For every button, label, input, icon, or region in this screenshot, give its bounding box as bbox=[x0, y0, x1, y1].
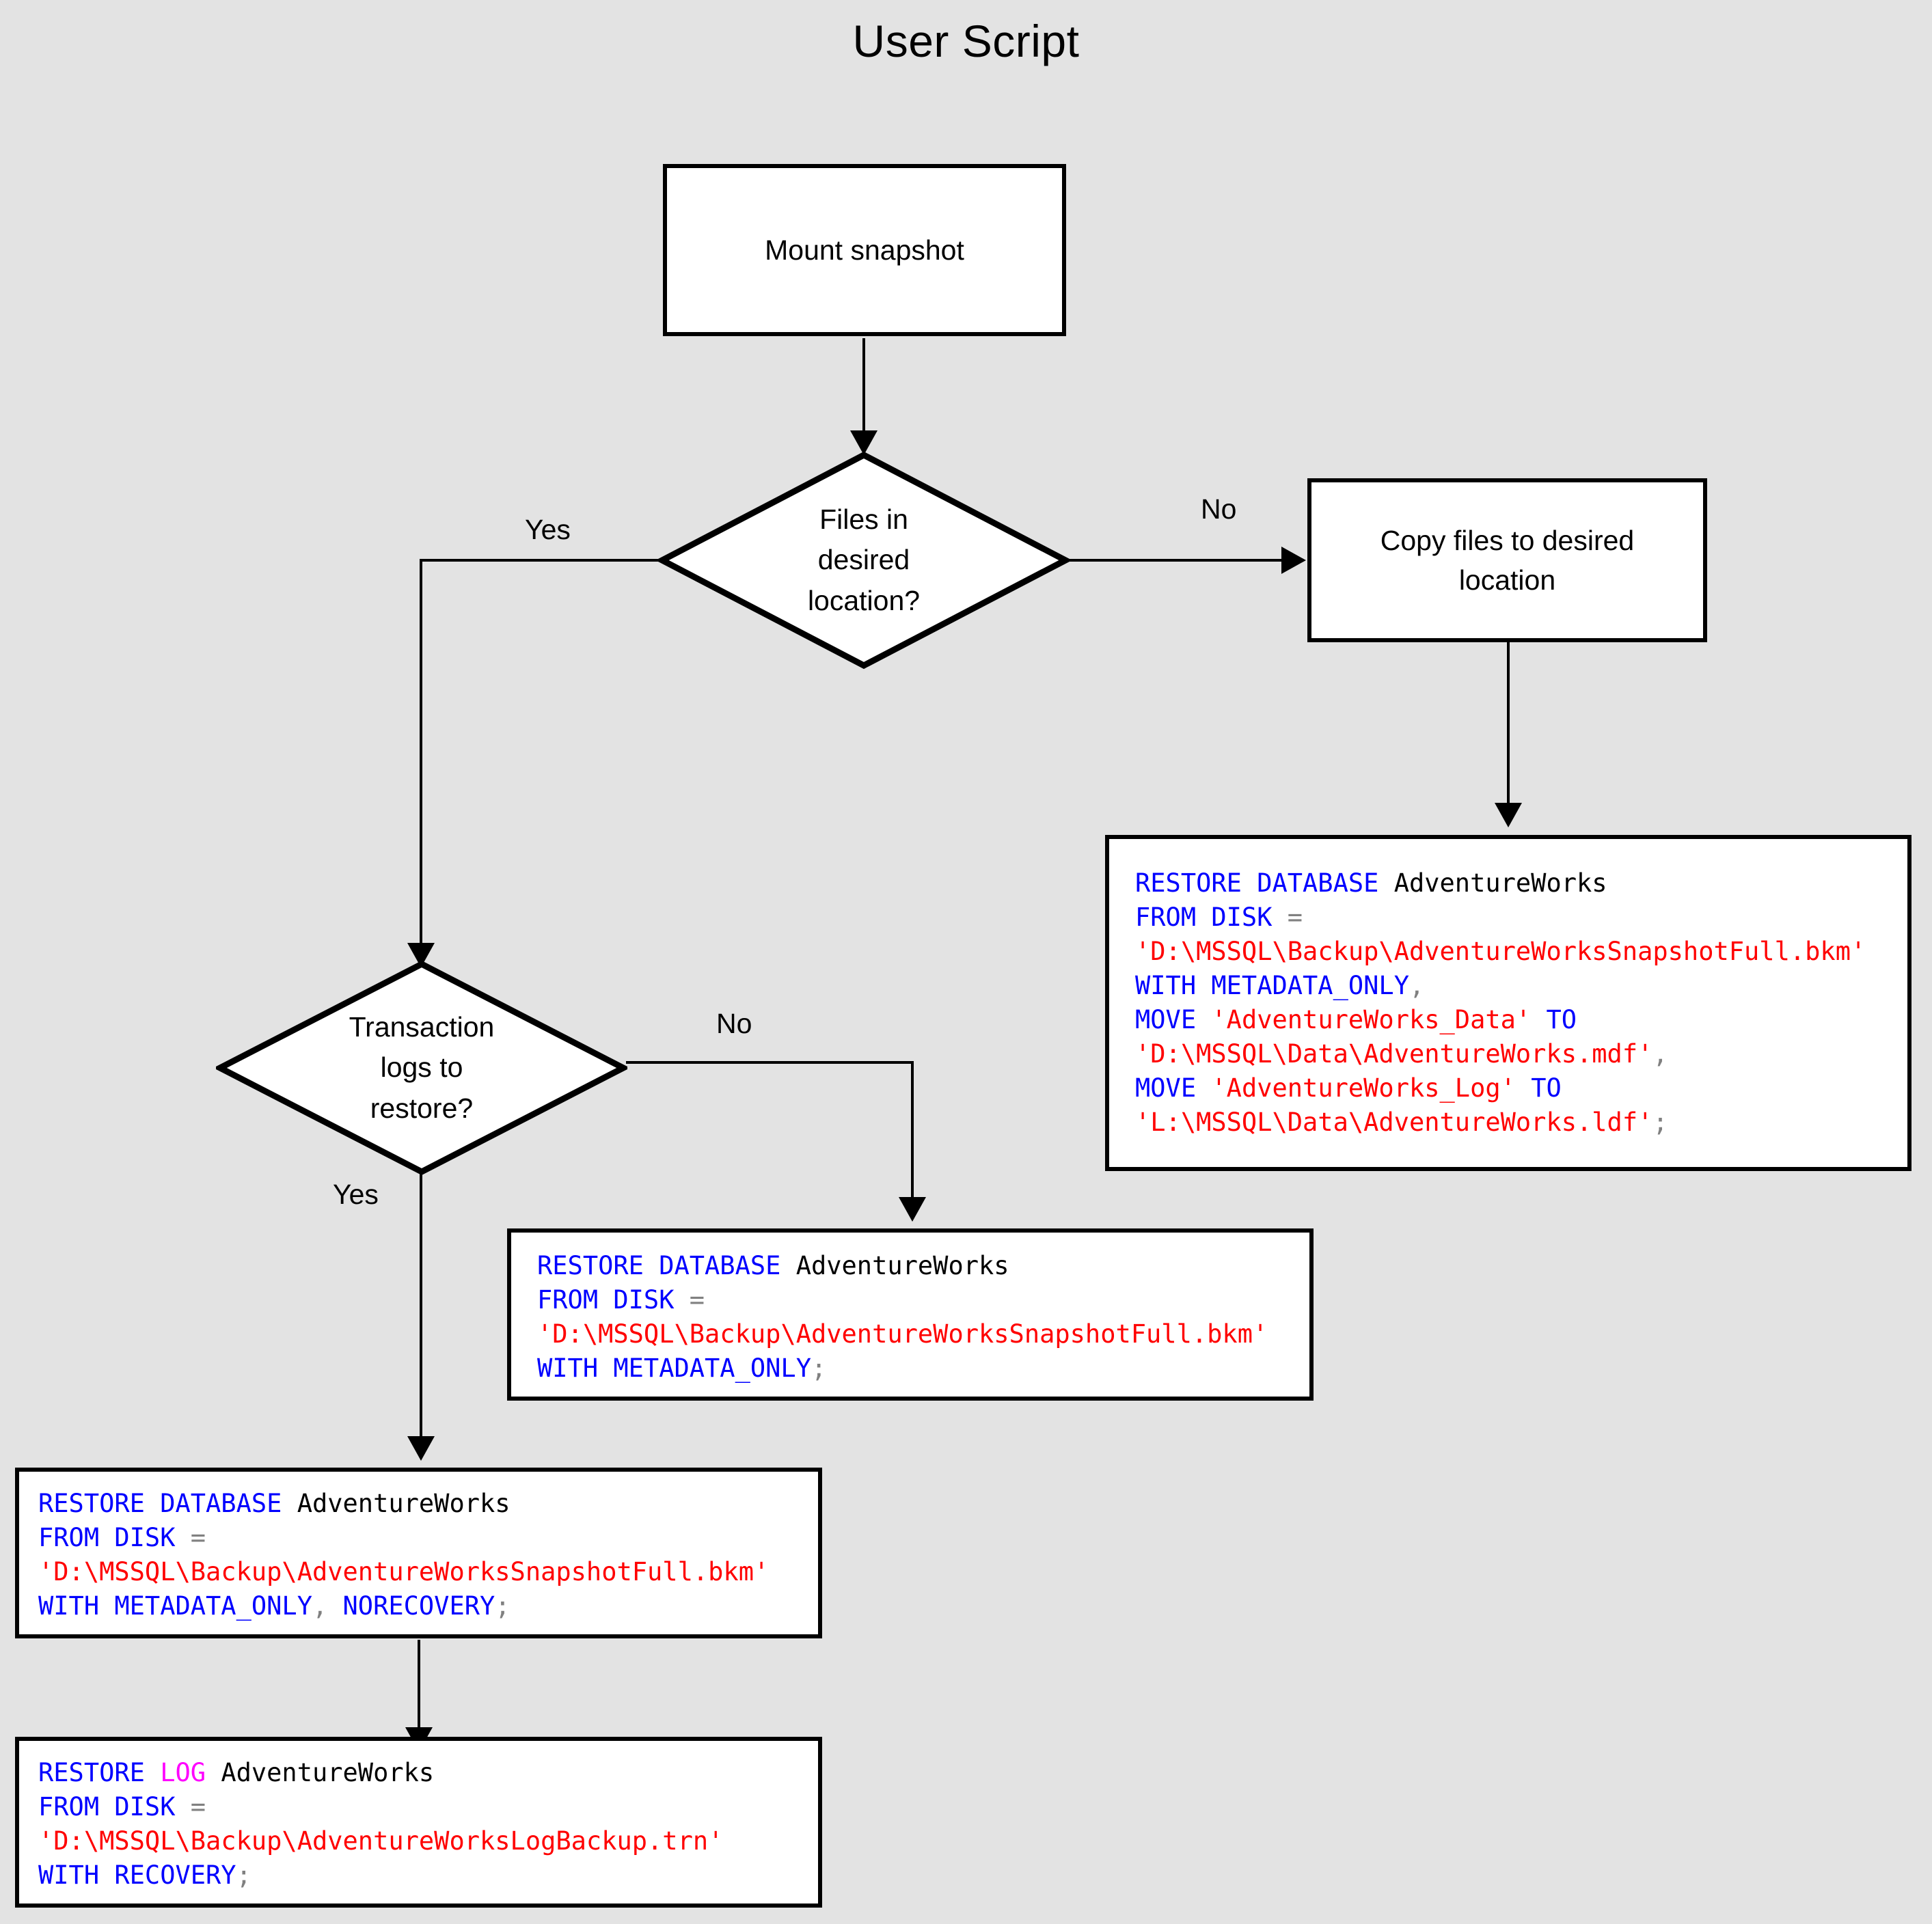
page-title: User Script bbox=[852, 16, 1080, 66]
files-line3: location? bbox=[807, 584, 921, 616]
code-line: WITH METADATA_ONLY, bbox=[1135, 969, 1866, 1003]
code-token: AdventureWorks bbox=[1393, 868, 1607, 898]
code-line: 'D:\MSSQL\Data\AdventureWorks.mdf', bbox=[1135, 1037, 1866, 1071]
code-line: MOVE 'AdventureWorks_Log' TO bbox=[1135, 1071, 1866, 1105]
code-token: WITH RECOVERY bbox=[38, 1860, 236, 1890]
code-token: , bbox=[312, 1591, 343, 1621]
code-token: ; bbox=[811, 1353, 827, 1383]
code-token: = bbox=[689, 1285, 705, 1315]
code-token: NORECOVERY bbox=[342, 1591, 495, 1621]
node-transaction-logs-label: Transaction logs to restore? bbox=[216, 960, 627, 1176]
code-token: ; bbox=[495, 1591, 511, 1621]
code-token: 'D:\MSSQL\Backup\AdventureWorksSnapshotF… bbox=[537, 1319, 1268, 1349]
code-token: MOVE bbox=[1135, 1005, 1212, 1034]
code-token: AdventureWorks bbox=[221, 1758, 435, 1787]
code-token: 'D:\MSSQL\Backup\AdventureWorksSnapshotF… bbox=[38, 1557, 770, 1586]
code-token: FROM DISK bbox=[1135, 903, 1288, 932]
files-in-location-shape bbox=[658, 451, 1070, 670]
code-line: 'D:\MSSQL\Backup\AdventureWorksSnapshotF… bbox=[537, 1317, 1268, 1351]
code-token: = bbox=[190, 1792, 206, 1822]
code-token: AdventureWorks bbox=[795, 1251, 1009, 1280]
node-transaction-logs[interactable]: Transaction logs to restore? bbox=[216, 960, 627, 1176]
files-line2: desired bbox=[817, 544, 910, 576]
code-line: 'L:\MSSQL\Data\AdventureWorks.ldf'; bbox=[1135, 1105, 1866, 1140]
code-line: WITH RECOVERY; bbox=[38, 1858, 723, 1893]
code-token: MOVE bbox=[1135, 1073, 1212, 1103]
code-token: WITH METADATA_ONLY bbox=[537, 1353, 811, 1383]
code-token: 'AdventureWorks_Data' bbox=[1211, 1005, 1532, 1034]
transaction-logs-shape bbox=[216, 960, 627, 1176]
code-line: 'D:\MSSQL\Backup\AdventureWorksSnapshotF… bbox=[38, 1555, 769, 1589]
node-mount-snapshot[interactable]: Mount snapshot bbox=[663, 164, 1066, 336]
code-line: FROM DISK = bbox=[38, 1790, 723, 1824]
code-token: ; bbox=[1652, 1108, 1668, 1137]
node-files-in-location-label: Files in desired location? bbox=[658, 451, 1070, 670]
code-token: 'L:\MSSQL\Data\AdventureWorks.ldf' bbox=[1135, 1108, 1653, 1137]
edge-label-logs-no: No bbox=[716, 1008, 752, 1039]
code-line: FROM DISK = bbox=[1135, 901, 1866, 935]
code-token: FROM DISK bbox=[38, 1792, 191, 1822]
node-copy-files-line1: Copy files to desired bbox=[1380, 524, 1635, 556]
code-token: WITH METADATA_ONLY bbox=[38, 1591, 312, 1621]
code-token: AdventureWorks bbox=[297, 1489, 511, 1518]
edge-label-files-no: No bbox=[1201, 493, 1237, 525]
code-token: WITH METADATA_ONLY bbox=[1135, 971, 1409, 1000]
node-copy-files-line2: location bbox=[1458, 564, 1556, 596]
code-token: = bbox=[1287, 903, 1303, 932]
code-line: FROM DISK = bbox=[537, 1283, 1268, 1317]
code-line: RESTORE DATABASE AdventureWorks bbox=[537, 1249, 1268, 1283]
code-token: , bbox=[1652, 1039, 1668, 1069]
code-token: RESTORE bbox=[38, 1758, 161, 1787]
code-line: WITH METADATA_ONLY; bbox=[537, 1351, 1268, 1386]
code-token: TO bbox=[1515, 1073, 1562, 1103]
code-token: RESTORE DATABASE bbox=[1135, 868, 1394, 898]
node-copy-files[interactable]: Copy files to desired location bbox=[1307, 478, 1707, 642]
code-token: FROM DISK bbox=[537, 1285, 690, 1315]
code-token: LOG bbox=[160, 1758, 206, 1787]
node-copy-files-label: Copy files to desired location bbox=[1364, 521, 1650, 600]
code-token: 'D:\MSSQL\Backup\AdventureWorksLogBackup… bbox=[38, 1826, 724, 1856]
edge-logs-no-to-metadata bbox=[626, 1061, 926, 1222]
code-line: WITH METADATA_ONLY, NORECOVERY; bbox=[38, 1589, 769, 1623]
code-token bbox=[206, 1758, 221, 1787]
code-line: MOVE 'AdventureWorks_Data' TO bbox=[1135, 1003, 1866, 1037]
code-line: 'D:\MSSQL\Backup\AdventureWorksLogBackup… bbox=[38, 1824, 723, 1858]
logs-line2: logs to bbox=[380, 1052, 463, 1084]
code-token: = bbox=[190, 1523, 206, 1552]
code-token: 'D:\MSSQL\Backup\AdventureWorksSnapshotF… bbox=[1135, 937, 1866, 966]
code-line: 'D:\MSSQL\Backup\AdventureWorksSnapshotF… bbox=[1135, 935, 1866, 969]
code-line: RESTORE LOG AdventureWorks bbox=[38, 1756, 723, 1790]
code-token: 'AdventureWorks_Log' bbox=[1211, 1073, 1516, 1103]
code-token: , bbox=[1409, 971, 1425, 1000]
code-line: RESTORE DATABASE AdventureWorks bbox=[38, 1487, 769, 1521]
code-token: RESTORE DATABASE bbox=[537, 1251, 796, 1280]
code-token: ; bbox=[236, 1860, 251, 1890]
code-line: FROM DISK = bbox=[38, 1521, 769, 1555]
node-mount-snapshot-label: Mount snapshot bbox=[765, 234, 964, 266]
code-token: FROM DISK bbox=[38, 1523, 191, 1552]
files-line1: Files in bbox=[819, 503, 908, 535]
edge-files-yes-to-logs bbox=[407, 559, 658, 967]
code-line: RESTORE DATABASE AdventureWorks bbox=[1135, 866, 1866, 901]
logs-line3: restore? bbox=[370, 1092, 474, 1124]
code-token: TO bbox=[1531, 1005, 1577, 1034]
edge-label-files-yes: Yes bbox=[525, 514, 571, 545]
node-files-in-location[interactable]: Files in desired location? bbox=[658, 451, 1070, 670]
code-token: RESTORE DATABASE bbox=[38, 1489, 297, 1518]
edge-label-logs-yes: Yes bbox=[333, 1179, 379, 1210]
code-token: 'D:\MSSQL\Data\AdventureWorks.mdf' bbox=[1135, 1039, 1653, 1069]
logs-line1: Transaction bbox=[349, 1011, 495, 1043]
